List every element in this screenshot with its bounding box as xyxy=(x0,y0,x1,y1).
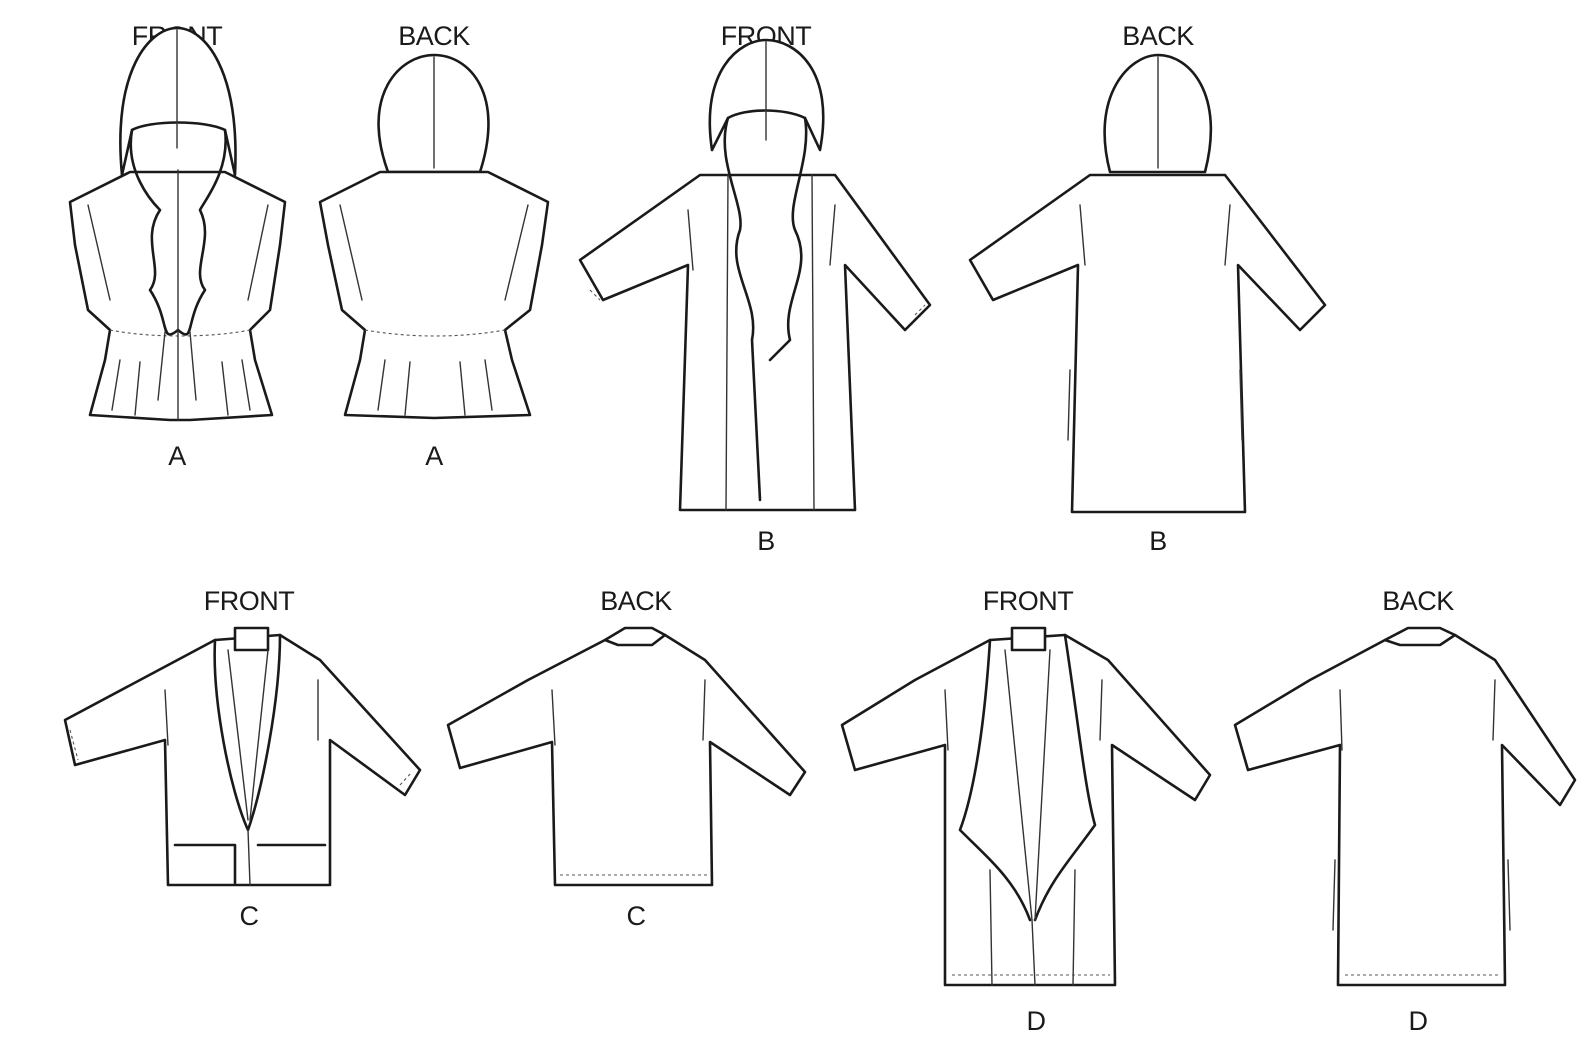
lapel-inner xyxy=(227,649,269,821)
side-pocket-marks xyxy=(1332,859,1511,931)
patch-pockets xyxy=(173,843,327,885)
view-c-back: BACK C xyxy=(446,586,807,931)
jacket-body xyxy=(446,633,807,887)
sleeve-hems xyxy=(589,289,926,316)
view-c-front: FRONT C xyxy=(63,586,422,931)
vest-body xyxy=(318,170,550,420)
variant-label-d-front: D xyxy=(1027,1006,1046,1036)
shoulder-seams xyxy=(1079,204,1231,266)
view-label-a-back: BACK xyxy=(398,21,470,51)
jacket-body xyxy=(63,633,422,887)
view-label-b-back: BACK xyxy=(1122,21,1194,51)
armhole-left xyxy=(339,204,363,301)
center-front xyxy=(1031,919,1036,986)
right-lapel-drape xyxy=(768,116,808,362)
back-collar xyxy=(603,626,667,647)
variant-label-d-back: D xyxy=(1409,1006,1428,1036)
lapel-inner xyxy=(1004,649,1051,921)
armhole-left xyxy=(87,204,111,301)
coat-body xyxy=(968,173,1327,514)
coat-body xyxy=(840,633,1212,987)
shoulder-seams xyxy=(164,679,319,746)
variant-label-c-back: C xyxy=(627,901,646,931)
side-pocket-marks xyxy=(1067,369,1243,441)
variant-label-c-front: C xyxy=(240,901,259,931)
left-drape xyxy=(129,128,180,336)
view-a-front: FRONT A xyxy=(68,21,287,471)
view-b-back: BACK B xyxy=(968,21,1327,556)
view-label-d-back: BACK xyxy=(1382,586,1454,616)
drawstring-ties xyxy=(157,331,197,401)
front-band-seams xyxy=(989,869,1076,986)
shawl-collar xyxy=(213,633,282,832)
view-b-front: FRONT B xyxy=(578,21,932,556)
variant-label-a-back: A xyxy=(425,441,443,471)
center-front xyxy=(247,829,251,886)
waist-casing xyxy=(109,329,251,337)
peplum-gathers xyxy=(111,359,251,416)
shoulder-seams xyxy=(1339,679,1496,751)
view-label-c-back: BACK xyxy=(600,586,672,616)
armhole-right xyxy=(247,204,269,301)
peplum-gathers xyxy=(377,359,493,416)
variant-label-b-front: B xyxy=(757,526,775,556)
sleeve-hems xyxy=(69,729,413,786)
collar-stand xyxy=(233,626,270,652)
right-drape xyxy=(176,128,227,336)
shoulder-seams xyxy=(944,679,1103,751)
shoulder-seams xyxy=(551,679,706,746)
variant-label-b-back: B xyxy=(1149,526,1167,556)
coat-body xyxy=(578,173,932,512)
collar-stand xyxy=(1010,626,1047,652)
view-d-front: FRONT D xyxy=(840,586,1212,1036)
variant-label-a-front: A xyxy=(168,441,186,471)
left-lapel-drape xyxy=(723,116,762,502)
view-a-back: BACK A xyxy=(318,21,550,471)
back-collar xyxy=(1383,626,1457,647)
hood-shape xyxy=(119,26,237,177)
shoulder-seams xyxy=(687,204,836,271)
view-label-c-front: FRONT xyxy=(204,586,294,616)
left-waterfall-lapel xyxy=(958,638,1032,922)
front-band-seams xyxy=(725,174,815,511)
armhole-right xyxy=(504,204,529,301)
right-waterfall-lapel xyxy=(1033,633,1097,922)
coat-body xyxy=(1233,633,1577,987)
view-label-d-front: FRONT xyxy=(983,586,1073,616)
view-d-back: BACK D xyxy=(1233,586,1577,1036)
